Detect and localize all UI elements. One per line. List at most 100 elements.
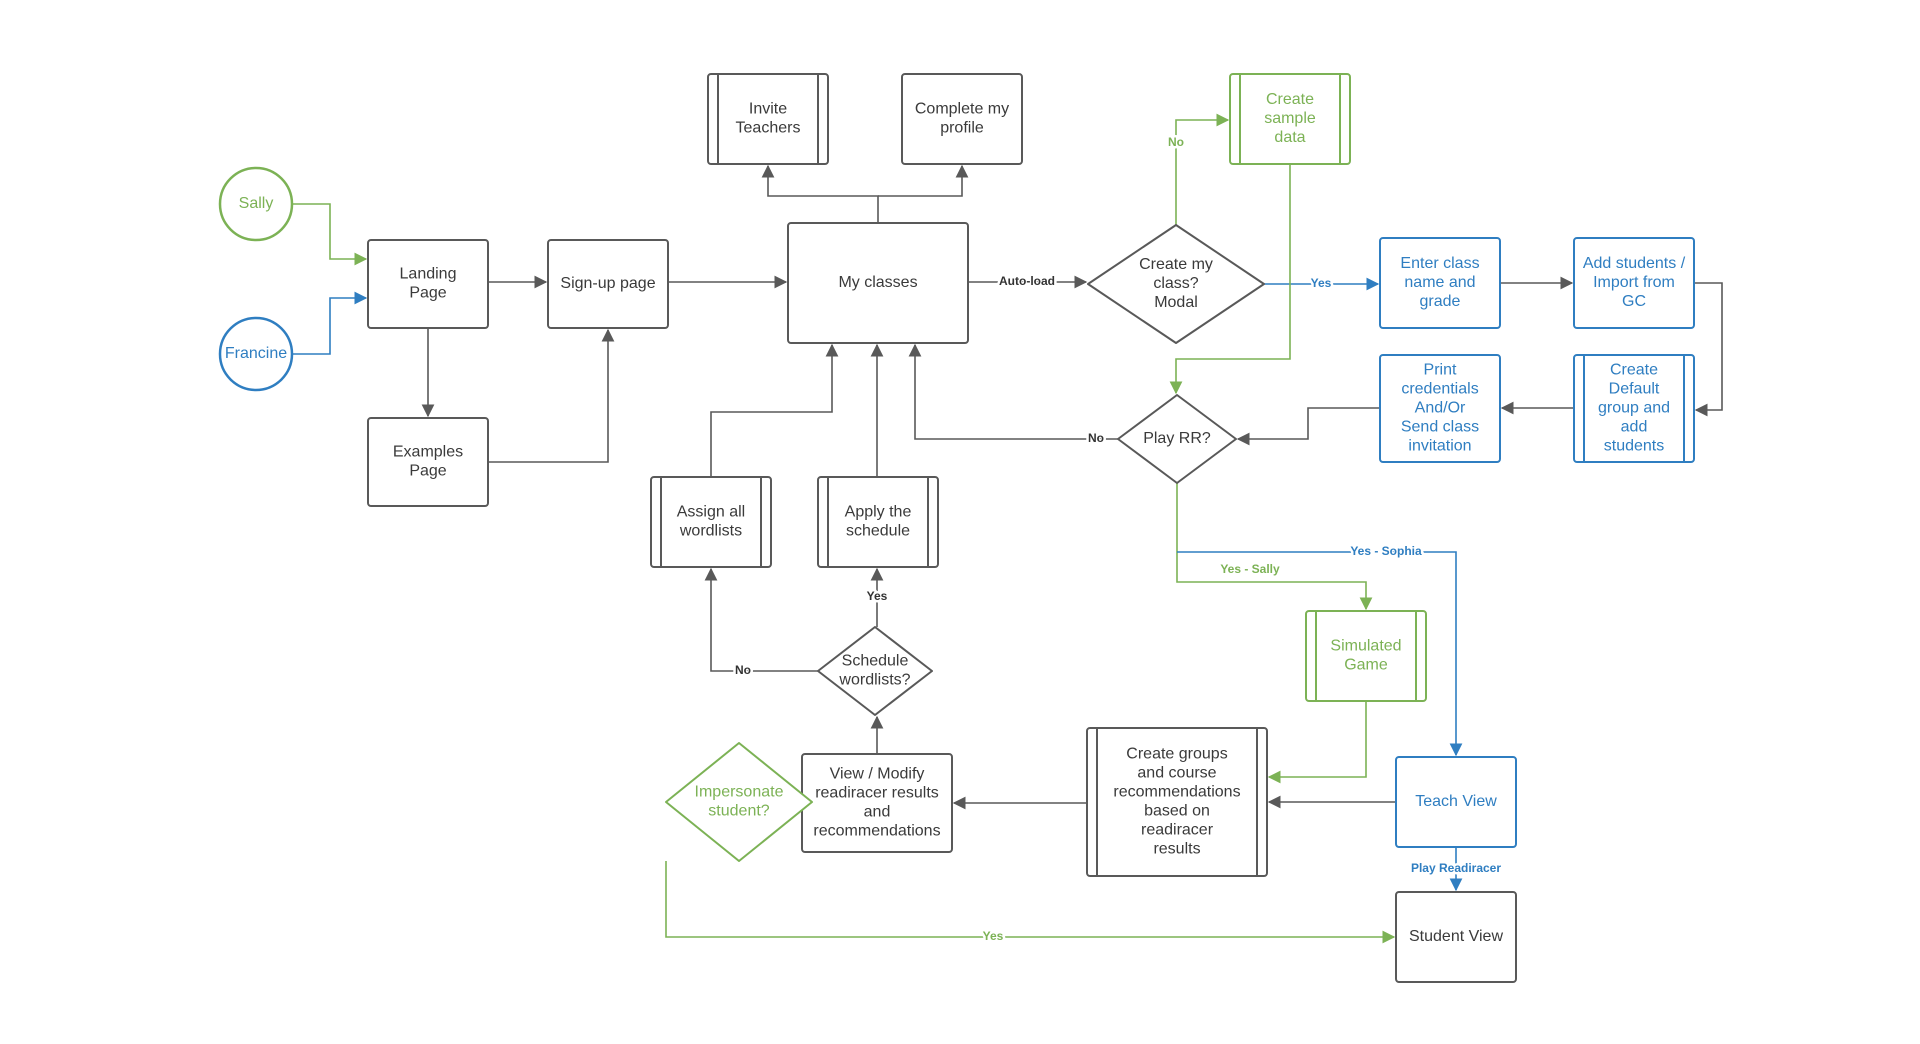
connector-myclasses-invite	[761, 164, 879, 223]
create-sample-data-shape	[1229, 73, 1351, 165]
create-class-modal-label-line: class?	[1153, 275, 1198, 292]
connector-label-schedule-apply: Yes	[867, 589, 888, 603]
sally-node: Sally	[218, 166, 294, 242]
create-groups-label-line: recommendations	[1113, 784, 1240, 801]
print-credentials-label-line: invitation	[1408, 438, 1471, 455]
add-students-label-line: Add students /	[1583, 255, 1686, 272]
francine-node: Francine	[218, 316, 294, 392]
assign-wordlists-label-line: wordlists	[679, 523, 742, 540]
schedule-wordlists-label-line: wordlists?	[838, 672, 910, 689]
student-view-shape	[1395, 891, 1517, 983]
create-sample-data-label-line: Create	[1266, 91, 1314, 108]
create-default-group-shape	[1573, 354, 1695, 463]
create-groups-label-line: readiracer	[1141, 822, 1214, 839]
play-rr-shape	[1117, 394, 1237, 484]
create-sample-data-label-line: data	[1274, 129, 1305, 146]
add-students-shape	[1573, 237, 1695, 329]
connector-modal-sample	[1175, 113, 1230, 225]
sally-shape	[218, 166, 294, 242]
landing-page-label-line: Landing	[400, 266, 457, 283]
signup-page-label-line: Sign-up page	[560, 275, 655, 292]
create-class-modal-shape	[1087, 224, 1265, 344]
create-default-group-label-line: students	[1604, 438, 1664, 455]
create-sample-data-label-line: sample	[1264, 110, 1316, 127]
connector-playrr-teach	[1177, 551, 1463, 757]
signup-page-node: Sign-up page	[547, 239, 669, 329]
connector-assign-myclasses	[710, 343, 839, 477]
simulated-game-shape	[1305, 610, 1427, 702]
student-view-node: Student View	[1395, 891, 1517, 983]
connector-sally-landing	[292, 203, 368, 266]
enter-class-name-label-line: Enter class	[1400, 255, 1479, 272]
enter-class-name-label-line: grade	[1420, 293, 1461, 310]
connector-label-modal-enter: Yes	[1311, 276, 1332, 290]
connector-myclasses-profile	[878, 164, 969, 197]
create-default-group-label-line: Default	[1609, 381, 1660, 398]
enter-class-name-shape	[1379, 237, 1501, 329]
connector-label-teach-student: Play Readiracer	[1411, 861, 1501, 875]
print-credentials-label-line: credentials	[1401, 381, 1478, 398]
invite-teachers-shape	[707, 73, 829, 165]
teach-view-node: Teach View	[1395, 756, 1517, 848]
my-classes-label-line: My classes	[838, 274, 917, 291]
schedule-wordlists-node: Schedule wordlists?	[817, 626, 933, 716]
play-rr-label-line: Play RR?	[1143, 430, 1211, 447]
view-modify-label-line: View / Modify	[830, 766, 925, 783]
create-default-group-label-line: Create	[1610, 362, 1658, 379]
view-modify-label-line: readiracer results	[815, 785, 939, 802]
apply-schedule-label-line: schedule	[846, 523, 910, 540]
connector-add-default	[1694, 282, 1723, 417]
play-rr-node: Play RR?	[1117, 394, 1237, 484]
connectors	[292, 113, 1723, 944]
print-credentials-label-line: And/Or	[1415, 400, 1466, 417]
print-credentials-label-line: Send class	[1401, 419, 1479, 436]
view-modify-label-line: recommendations	[813, 823, 940, 840]
complete-profile-label-line: profile	[940, 120, 984, 137]
create-default-group-label-line: add	[1621, 419, 1648, 436]
create-groups-label-line: based on	[1144, 803, 1210, 820]
connector-print-playrr	[1236, 407, 1380, 446]
landing-page-shape	[367, 239, 489, 329]
landing-page-label-line: Page	[409, 285, 446, 302]
print-credentials-label-line: Print	[1424, 362, 1457, 379]
invite-teachers-label-line: Invite	[749, 101, 787, 118]
impersonate-student-shape	[665, 742, 813, 862]
impersonate-student-label-line: Impersonate	[695, 784, 784, 801]
student-view-label-line: Student View	[1409, 928, 1503, 945]
signup-page-shape	[547, 239, 669, 329]
create-groups-label-line: Create groups	[1126, 746, 1227, 763]
add-students-label-line: GC	[1622, 293, 1646, 310]
create-groups-label-line: and course	[1137, 765, 1216, 782]
connector-examples-signup	[488, 328, 615, 463]
connector-label-playrr-teach: Yes - Sophia	[1350, 544, 1422, 558]
create-class-modal-label-line: Create my	[1139, 256, 1213, 273]
connector-schedule-assign	[704, 567, 818, 672]
schedule-wordlists-label-line: Schedule	[842, 653, 909, 670]
connector-label-playrr-myclasses: No	[1088, 431, 1104, 445]
connector-francine-landing	[292, 291, 368, 355]
connector-label-playrr-simulated: Yes - Sally	[1220, 562, 1280, 576]
my-classes-shape	[787, 222, 969, 344]
simulated-game-label-line: Game	[1344, 657, 1388, 674]
assign-wordlists-shape	[650, 476, 772, 568]
assign-wordlists-label-line: Assign all	[677, 504, 745, 521]
create-sample-data-node: Create sample data	[1229, 73, 1351, 165]
examples-page-shape	[367, 417, 489, 507]
connector-label-myclasses-modal: Auto-load	[999, 274, 1055, 288]
teach-view-label-line: Teach View	[1415, 793, 1497, 810]
print-credentials-shape	[1379, 354, 1501, 463]
simulated-game-label-line: Simulated	[1330, 638, 1401, 655]
